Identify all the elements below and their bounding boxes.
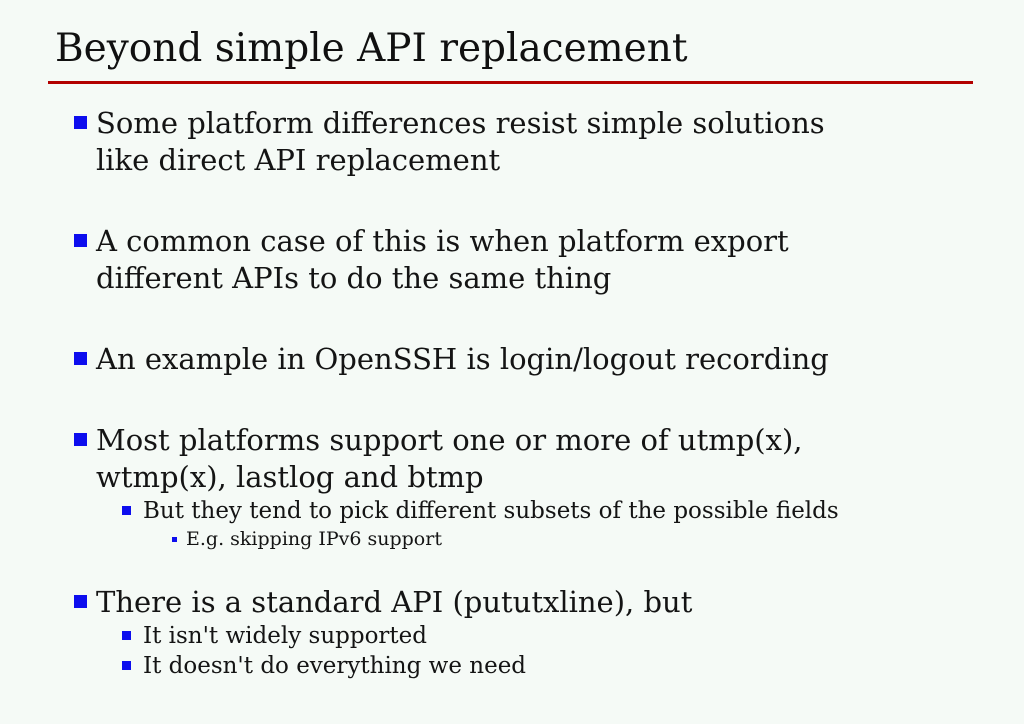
bullet-line: like direct API replacement: [96, 143, 501, 177]
bullet-line: But they tend to pick different subsets …: [143, 498, 839, 524]
bullet-text: It doesn't do everything we need: [143, 651, 526, 681]
bullet-line: An example in OpenSSH is login/logout re…: [96, 342, 829, 376]
bullet-item: Most platforms support one or more of ut…: [74, 422, 980, 496]
bullet-line: E.g. skipping IPv6 support: [186, 528, 442, 550]
bullet-text: But they tend to pick different subsets …: [143, 496, 839, 526]
bullet-line: A common case of this is when platform e…: [96, 224, 789, 258]
bullet-square-icon: [122, 661, 131, 670]
bullet-item: It doesn't do everything we need: [74, 651, 980, 681]
bullet-text: Some platform differences resist simple …: [96, 105, 825, 179]
bullet-list: Some platform differences resist simple …: [74, 105, 980, 681]
bullet-line: It isn't widely supported: [143, 623, 428, 649]
bullet-square-icon: [74, 352, 87, 365]
bullet-item: Some platform differences resist simple …: [74, 105, 980, 179]
bullet-line: There is a standard API (pututxline), bu…: [96, 585, 693, 619]
bullet-square-icon: [74, 116, 87, 129]
bullet-line: Most platforms support one or more of ut…: [96, 423, 803, 457]
title-rule-divider: [48, 81, 973, 84]
bullet-square-icon: [74, 433, 87, 446]
bullet-item: An example in OpenSSH is login/logout re…: [74, 341, 980, 378]
bullet-text: It isn't widely supported: [143, 621, 427, 651]
bullet-square-icon: [122, 631, 131, 640]
bullet-square-icon: [74, 595, 87, 608]
bullet-item: A common case of this is when platform e…: [74, 223, 980, 297]
bullet-item: It isn't widely supported: [74, 621, 980, 651]
bullet-text: E.g. skipping IPv6 support: [186, 526, 442, 553]
bullet-text: There is a standard API (pututxline), bu…: [96, 584, 692, 621]
bullet-line: different APIs to do the same thing: [96, 261, 612, 295]
bullet-line: Some platform differences resist simple …: [96, 106, 825, 140]
bullet-item: E.g. skipping IPv6 support: [74, 526, 980, 553]
bullet-square-icon: [122, 506, 131, 515]
bullet-square-icon: [74, 234, 87, 247]
bullet-line: wtmp(x), lastlog and btmp: [96, 460, 484, 494]
page-title: Beyond simple API replacement: [55, 26, 688, 71]
bullet-text: A common case of this is when platform e…: [96, 223, 789, 297]
bullet-text: An example in OpenSSH is login/logout re…: [96, 341, 829, 378]
bullet-item: There is a standard API (pututxline), bu…: [74, 584, 980, 621]
bullet-line: It doesn't do everything we need: [143, 653, 527, 679]
bullet-item: But they tend to pick different subsets …: [74, 496, 980, 526]
bullet-square-icon: [172, 537, 177, 542]
bullet-text: Most platforms support one or more of ut…: [96, 422, 803, 496]
